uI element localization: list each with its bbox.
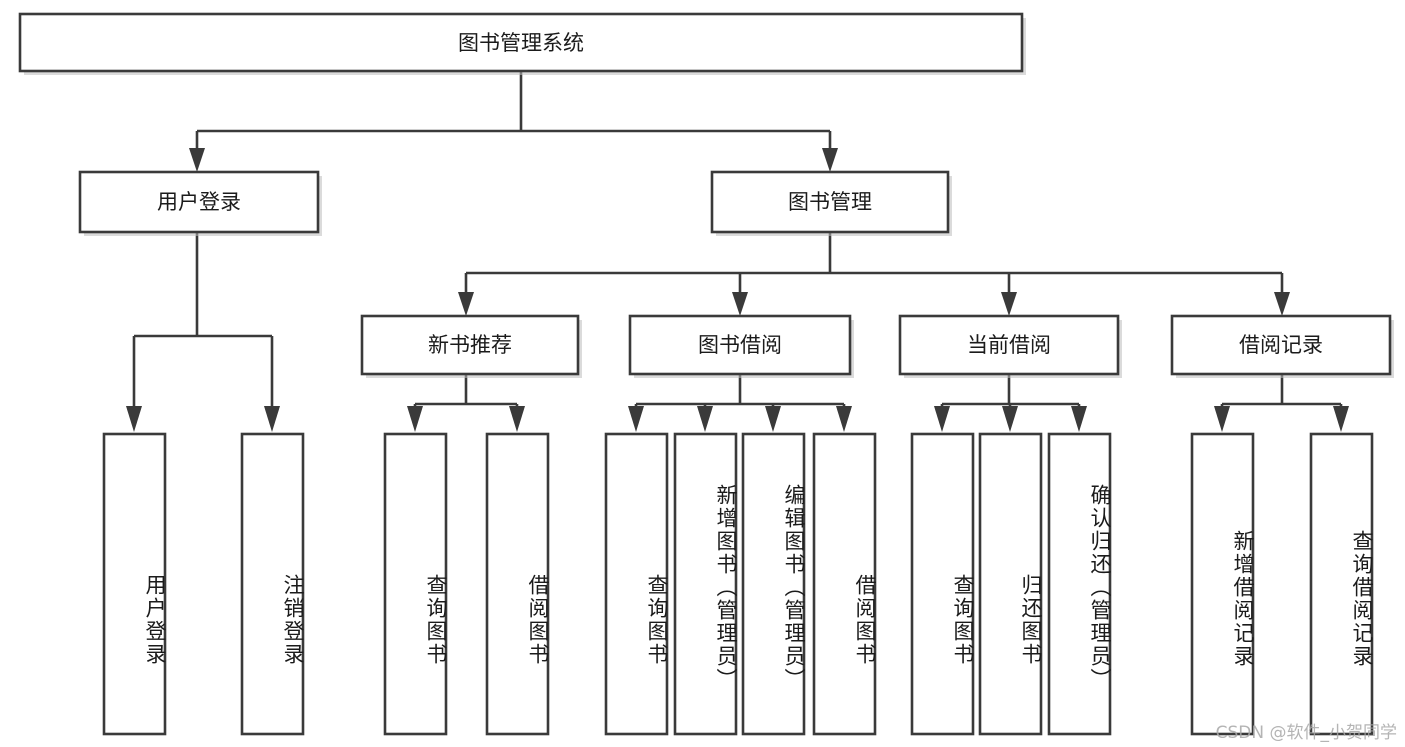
arrow-cb-leaf-2 <box>1002 406 1018 432</box>
arrow-user-login-leaf-1 <box>126 406 142 432</box>
leaf-box-confirm-return[interactable] <box>1047 432 1112 736</box>
leaf-box-borrow-book-1[interactable] <box>485 432 550 736</box>
node-book-manage-box[interactable] <box>710 170 950 234</box>
node-new-book-rec[interactable]: 新书推荐 <box>360 314 582 378</box>
arrow-bb-leaf-3 <box>765 406 781 432</box>
node-book-borrow[interactable]: 图书借阅 <box>628 314 854 378</box>
leaf-box-query-record[interactable] <box>1309 432 1374 736</box>
arrow-br-leaf-2 <box>1333 406 1349 432</box>
leaf-box-borrow-book-2[interactable] <box>812 432 877 736</box>
arrow-bm-to-new-book-rec <box>458 292 474 316</box>
node-borrow-record-box[interactable] <box>1170 314 1392 376</box>
node-user-login[interactable]: 用户登录 <box>78 170 322 236</box>
leaf-boxes-layer <box>102 432 1374 736</box>
arrow-cb-leaf-1 <box>934 406 950 432</box>
node-book-manage[interactable]: 图书管理 <box>710 170 952 236</box>
arrow-bb-leaf-4 <box>836 406 852 432</box>
node-borrow-record-label: 借阅记录 <box>1239 333 1323 357</box>
leaf-box-user-login[interactable] <box>102 432 167 736</box>
node-borrow-record[interactable]: 借阅记录 <box>1170 314 1394 378</box>
node-root[interactable]: 图书管理系统 <box>18 12 1026 75</box>
csdn-watermark: CSDN @软件_小贺同学 <box>1215 723 1397 743</box>
arrow-bb-leaf-2 <box>697 406 713 432</box>
leaf-box-query-book-1[interactable] <box>383 432 448 736</box>
node-book-borrow-box[interactable] <box>628 314 852 376</box>
arrow-bb-leaf-1 <box>628 406 644 432</box>
node-user-login-label: 用户登录 <box>157 190 241 214</box>
arrow-root-to-book-manage <box>822 148 838 172</box>
arrow-bm-to-borrow-record <box>1274 292 1290 316</box>
arrow-user-login-leaf-2 <box>264 406 280 432</box>
arrow-br-leaf-1 <box>1214 406 1230 432</box>
leaf-box-query-book-3[interactable] <box>910 432 975 736</box>
arrow-nbr-leaf-2 <box>509 406 525 432</box>
node-root-box[interactable] <box>18 12 1024 73</box>
leaf-box-return-book[interactable] <box>978 432 1043 736</box>
node-current-borrow[interactable]: 当前借阅 <box>898 314 1122 378</box>
node-current-borrow-label: 当前借阅 <box>967 333 1051 357</box>
leaf-box-add-record[interactable] <box>1190 432 1255 736</box>
leaf-box-edit-book[interactable] <box>741 432 806 736</box>
arrow-bm-to-book-borrow <box>732 292 748 316</box>
leaf-box-logout[interactable] <box>240 432 305 736</box>
leaf-box-query-book-2[interactable] <box>604 432 669 736</box>
node-user-login-box[interactable] <box>78 170 320 234</box>
node-root-label: 图书管理系统 <box>458 31 584 55</box>
node-current-borrow-box[interactable] <box>898 314 1120 376</box>
arrow-nbr-leaf-1 <box>407 406 423 432</box>
leaf-box-add-book[interactable] <box>673 432 738 736</box>
connector-layer <box>126 72 1349 432</box>
arrow-cb-leaf-3 <box>1071 406 1087 432</box>
node-book-borrow-label: 图书借阅 <box>698 333 782 357</box>
arrow-root-to-user-login <box>189 148 205 172</box>
node-new-book-rec-box[interactable] <box>360 314 580 376</box>
arrow-bm-to-current-borrow <box>1001 292 1017 316</box>
node-book-manage-label: 图书管理 <box>788 190 872 214</box>
node-new-book-rec-label: 新书推荐 <box>428 333 512 357</box>
